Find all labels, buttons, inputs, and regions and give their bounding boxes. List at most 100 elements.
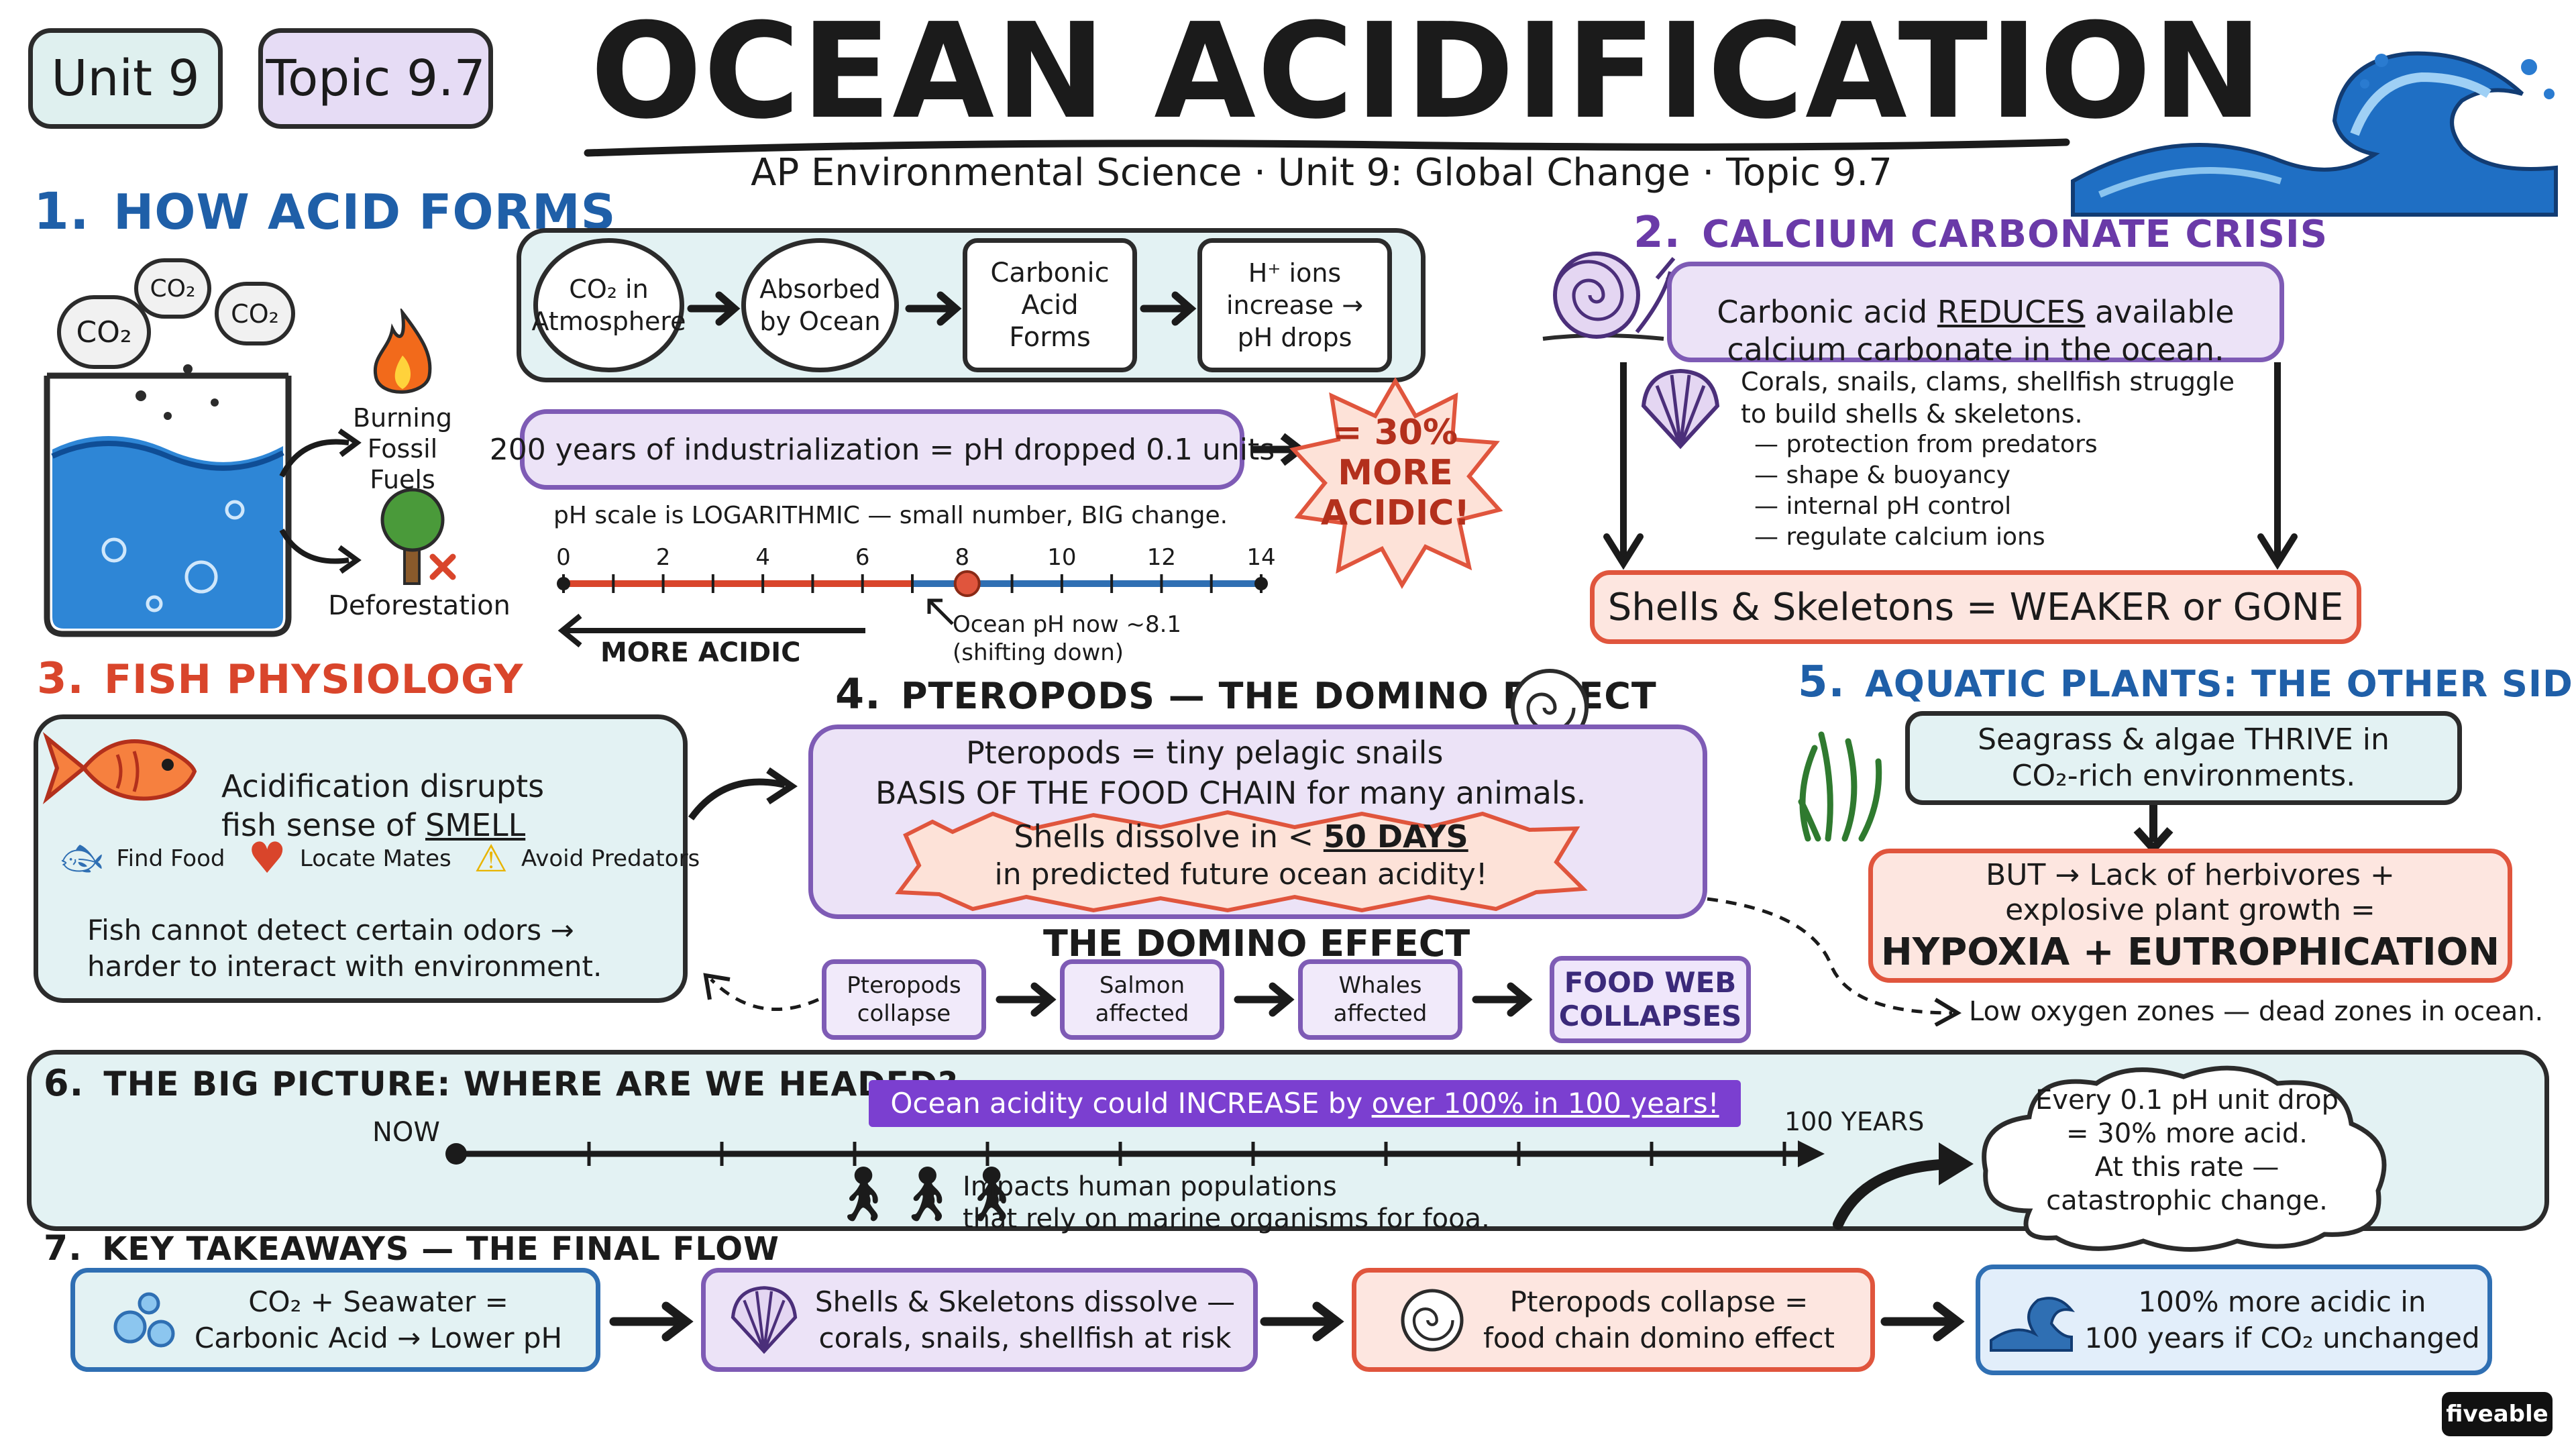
industrial-pill: 200 years of industrialization = pH drop…: [490, 409, 1275, 490]
source-fossil-fuels: Burning Fossil Fuels: [353, 403, 452, 494]
section-7-title: KEY TAKEAWAYS — THE FINAL FLOW: [102, 1230, 780, 1268]
reduces-text: Carbonic acid REDUCES available calcium …: [1717, 256, 2234, 368]
shell-icon: [1641, 368, 1720, 449]
topic-badge: Topic 9.7: [258, 28, 493, 129]
effect-avoid-predators: Avoid Predators: [521, 845, 700, 872]
ph-note: Ocean pH now ~8.1 (shifting down): [953, 611, 1182, 666]
thrive-down-arrow: [2133, 805, 2174, 855]
section-6-title: THE BIG PICTURE: WHERE ARE WE HEADED?: [103, 1065, 959, 1104]
chain-step-whales: Whales affected: [1298, 959, 1462, 1040]
brand-logo-text: fiveable: [2446, 1401, 2548, 1428]
ph-tick-label: 0: [556, 544, 571, 571]
flow-step-ions: H⁺ ions increase → pH drops: [1197, 238, 1392, 372]
smell-text-pre: Acidification disrupts fish sense of: [221, 768, 545, 843]
ph-tick-label: 10: [1047, 544, 1076, 571]
shells-result-box: Shells & Skeletons = WEAKER or GONE: [1590, 570, 2361, 644]
page-title: OCEAN ACIDIFICATION: [590, 0, 2264, 148]
reduces-text-pre: Carbonic acid: [1717, 294, 1937, 330]
takeaway-1-text: CO₂ + Seawater = Carbonic Acid → Lower p…: [194, 1285, 563, 1354]
beaker-illustration: [44, 364, 292, 637]
section-2-arrows: [1603, 362, 2298, 570]
hypoxia-text: HYPOXIA + EUTROPHICATION: [1880, 930, 2500, 974]
section-3-title: FISH PHYSIOLOGY: [104, 656, 524, 703]
fish-effects-row: 🐟︎ Find Food ♥ Locate Mates ⚠ Avoid Pred…: [60, 832, 700, 885]
section-1-number: 1.: [34, 181, 90, 241]
section-5-title: AQUATIC PLANTS: THE OTHER SIDE: [1865, 663, 2576, 705]
takeaway-2: Shells & Skeletons dissolve — corals, sn…: [701, 1268, 1258, 1372]
shell-uses-list: — protection from predators — shape & bu…: [1754, 429, 2098, 553]
section-5-number: 5.: [1798, 657, 1845, 707]
takeaway-1: CO₂ + Seawater = Carbonic Acid → Lower p…: [70, 1268, 600, 1372]
shell-use-item: — internal pH control: [1754, 492, 2012, 520]
domino-title: THE DOMINO EFFECT: [1043, 922, 1470, 965]
ph-end-dot: [1254, 577, 1268, 590]
cloud-text: Every 0.1 pH unit drop = 30% more acid. …: [2035, 1085, 2339, 1216]
flow-step-co2-label: CO₂ in Atmosphere: [531, 274, 686, 336]
flow-step-ions-label: H⁺ ions increase → pH drops: [1226, 258, 1364, 352]
acidity-banner-key: over 100% in 100 years!: [1371, 1087, 1719, 1120]
section-6-number: 6.: [44, 1062, 85, 1104]
seagrass-icon: [1798, 731, 1882, 842]
chain-step-salmon: Salmon affected: [1060, 959, 1224, 1040]
topic-badge-label: Topic 9.7: [266, 50, 486, 107]
heart-icon: ♥: [248, 834, 286, 883]
section-1-heading: 1. HOW ACID FORMS: [34, 181, 616, 241]
effect-locate-mates: Locate Mates: [299, 845, 451, 872]
shell-use-item: — protection from predators: [1754, 431, 2098, 458]
dissolve-pre: Shells dissolve in <: [1014, 818, 1324, 855]
title-underline: [584, 138, 2070, 157]
chain-step-food-web-label: FOOD WEB COLLAPSES: [1558, 966, 1742, 1032]
snail-icon: [1542, 252, 1682, 341]
timeline-arrowhead: [1798, 1140, 1825, 1167]
people-icon: 🚶︎🚶︎🚶︎: [828, 1163, 1025, 1225]
flow-step-co2: CO₂ in Atmosphere: [531, 238, 686, 372]
section-7-number: 7.: [44, 1228, 83, 1269]
warning-icon: ⚠: [474, 837, 508, 881]
find-food-icon: 🐟︎: [60, 839, 103, 878]
takeaway-3-text: Pteropods collapse = food chain domino e…: [1483, 1285, 1835, 1354]
brand-logo: fiveable: [2442, 1392, 2553, 1436]
section-3-number: 3.: [37, 654, 85, 704]
dead-zone-note: Low oxygen zones — dead zones in ocean.: [1969, 996, 2544, 1027]
fish-icon: [42, 732, 197, 804]
shell-use-item: — shape & buoyancy: [1754, 462, 2011, 489]
section-5-heading: 5. AQUATIC PLANTS: THE OTHER SIDE: [1798, 657, 2576, 707]
co2-bubble-2: CO₂: [134, 258, 211, 319]
fire-icon: [373, 309, 432, 394]
chain-arrows: [996, 982, 1533, 1017]
flow-step-carbonic-label: Carbonic Acid Forms: [990, 258, 1110, 353]
chain-step-salmon-label: Salmon affected: [1095, 972, 1189, 1027]
thrive-box: Seagrass & algae THRIVE in CO₂-rich envi…: [1905, 711, 2462, 805]
ph-tick-label: 4: [755, 544, 770, 571]
takeaway-arrows: [609, 1301, 1965, 1342]
industrial-text: 200 years of industrialization = pH drop…: [489, 432, 1275, 467]
cloud-shape: [1982, 1065, 2387, 1252]
dissolve-line-2: in predicted future ocean acidity!: [994, 857, 1488, 892]
co2-bubble-2-label: CO₂: [150, 274, 196, 303]
fish-result-text: Fish cannot detect certain odors → harde…: [87, 914, 602, 983]
but-text: BUT → Lack of herbivores + explosive pla…: [1986, 857, 2395, 927]
scallop-icon: [731, 1285, 798, 1354]
flow-step-absorbed-label: Absorbed by Ocean: [759, 274, 881, 336]
reduces-keyword: REDUCES: [1937, 294, 2086, 330]
chain-step-pteropods-label: Pteropods collapse: [847, 972, 961, 1027]
ph-tick-label: 2: [656, 544, 671, 571]
takeaway-3: Pteropods collapse = food chain domino e…: [1352, 1268, 1875, 1372]
smell-keyword: SMELL: [425, 807, 526, 843]
ph-start-dot: [557, 577, 570, 590]
source-deforestation: Deforestation: [328, 590, 511, 621]
timeline-ticks: [445, 1140, 1825, 1167]
dissolve-burst-shape: [895, 810, 1588, 913]
struggle-text: Corals, snails, clams, shellfish struggl…: [1741, 367, 2235, 429]
timeline: [445, 1140, 1825, 1167]
pteropod-line-2-post: for many animals.: [1297, 775, 1587, 811]
co2-bubble-3: CO₂: [215, 282, 295, 345]
thrive-text: Seagrass & algae THRIVE in CO₂-rich envi…: [1978, 722, 2390, 793]
chain-step-food-web: FOOD WEB COLLAPSES: [1550, 956, 1751, 1043]
section-4-number: 4.: [835, 669, 881, 718]
acidity-banner: Ocean acidity could INCREASE by over 100…: [869, 1080, 1741, 1127]
timeline-now: NOW: [372, 1117, 440, 1148]
pteropod-line-2: BASIS OF THE FOOD CHAIN for many animals…: [875, 775, 1586, 811]
pteropod-line-1: Pteropods = tiny pelagic snails: [966, 735, 1444, 771]
